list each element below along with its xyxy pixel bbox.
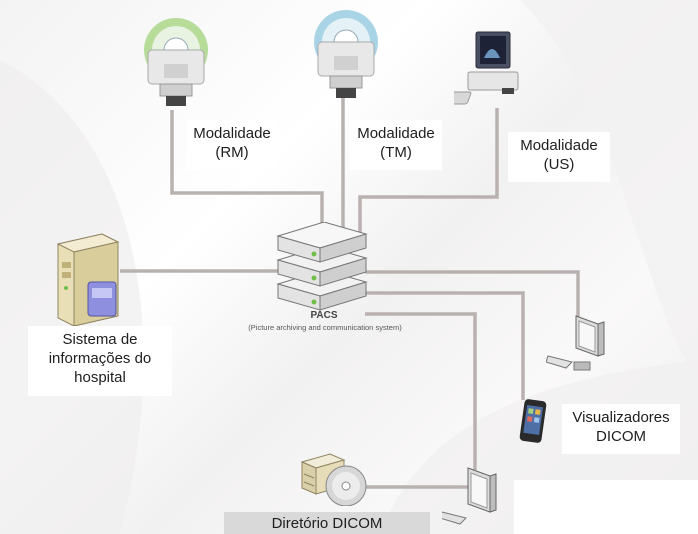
viewers-label-bg xyxy=(562,404,680,454)
pacs-title: PACS xyxy=(310,310,338,321)
pacs-server-icon xyxy=(276,222,368,311)
hospital-info-system-label: Sistema de informações do hospital xyxy=(48,331,152,386)
dicom-directory-icon xyxy=(300,453,367,506)
link-viewer-top xyxy=(365,270,580,318)
ct-scanner-icon xyxy=(314,10,378,98)
his-label-bg xyxy=(28,326,172,396)
hospital-server-icon xyxy=(56,233,120,327)
us-modality-label: Modalidade (US) xyxy=(520,137,598,173)
mr-modality-label: Modalidade (RM) xyxy=(193,125,271,161)
mr-scanner-icon xyxy=(144,18,208,106)
pacs-subtitle: (Picture archiving and communication sys… xyxy=(248,323,402,332)
viewer-monitor-bottom-icon xyxy=(442,467,497,525)
dicom-viewers-label: Visualizadores DICOM xyxy=(572,409,670,445)
mr-label-bg xyxy=(186,120,278,170)
ultrasound-workstation-icon xyxy=(454,31,519,105)
dicom-directory-label: Diretório DICOM xyxy=(224,512,430,534)
mobile-viewer-icon xyxy=(519,399,547,443)
link-mr xyxy=(170,110,324,240)
bottom-right-blank xyxy=(514,480,698,534)
link-viewer-bottom xyxy=(365,312,477,470)
ct-modality-label: Modalidade (TM) xyxy=(357,125,435,161)
ct-label-bg xyxy=(350,120,442,170)
link-us xyxy=(358,108,499,240)
us-label-bg xyxy=(508,132,610,182)
link-phone xyxy=(365,291,525,400)
viewer-monitor-top-icon xyxy=(546,315,605,371)
